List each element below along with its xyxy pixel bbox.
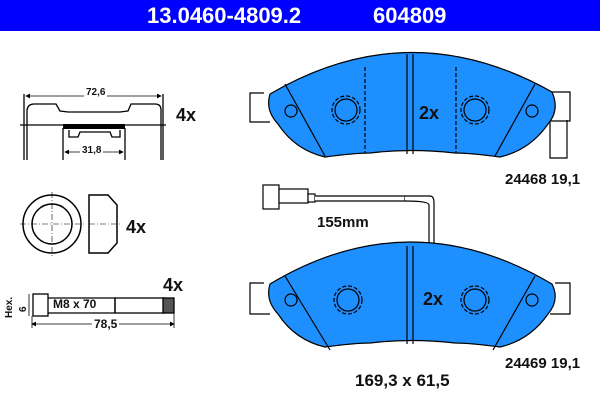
upper-pad-wva-thickness: 24468 19,1 [505,171,581,188]
sleeve-icon [20,192,120,256]
lower-pad-wva-thickness: 24469 19,1 [505,355,581,372]
wear-sensor-length: 155mm [317,214,369,231]
upper-brake-pad-icon [249,51,571,159]
lower-brake-pad-icon [249,241,571,351]
clip-icon [20,93,166,160]
wear-sensor-icon [262,184,435,249]
upper-pad-quantity: 2x [419,103,440,123]
bolt-thread-label: M8 x 70 [53,297,97,311]
pad-dimensions: 169,3 x 61,5 [355,371,450,390]
clip-quantity: 4x [176,105,197,125]
header-bar: 13.0460-4809.2 604809 [0,0,600,31]
clip-inner-dimension: 31,8 [80,145,104,156]
sleeve-quantity: 4x [126,217,147,237]
bolt-length-dimension: 78,5 [92,317,120,331]
hex-label: Hex. [4,296,15,318]
ean-number: 604809 [373,3,447,28]
clip-width-dimension: 72,6 [84,87,108,98]
part-number: 13.0460-4809.2 [147,3,302,28]
hex-size: 6 [18,306,29,312]
lower-pad-quantity: 2x [423,289,444,309]
bolt-quantity: 4x [163,275,184,295]
